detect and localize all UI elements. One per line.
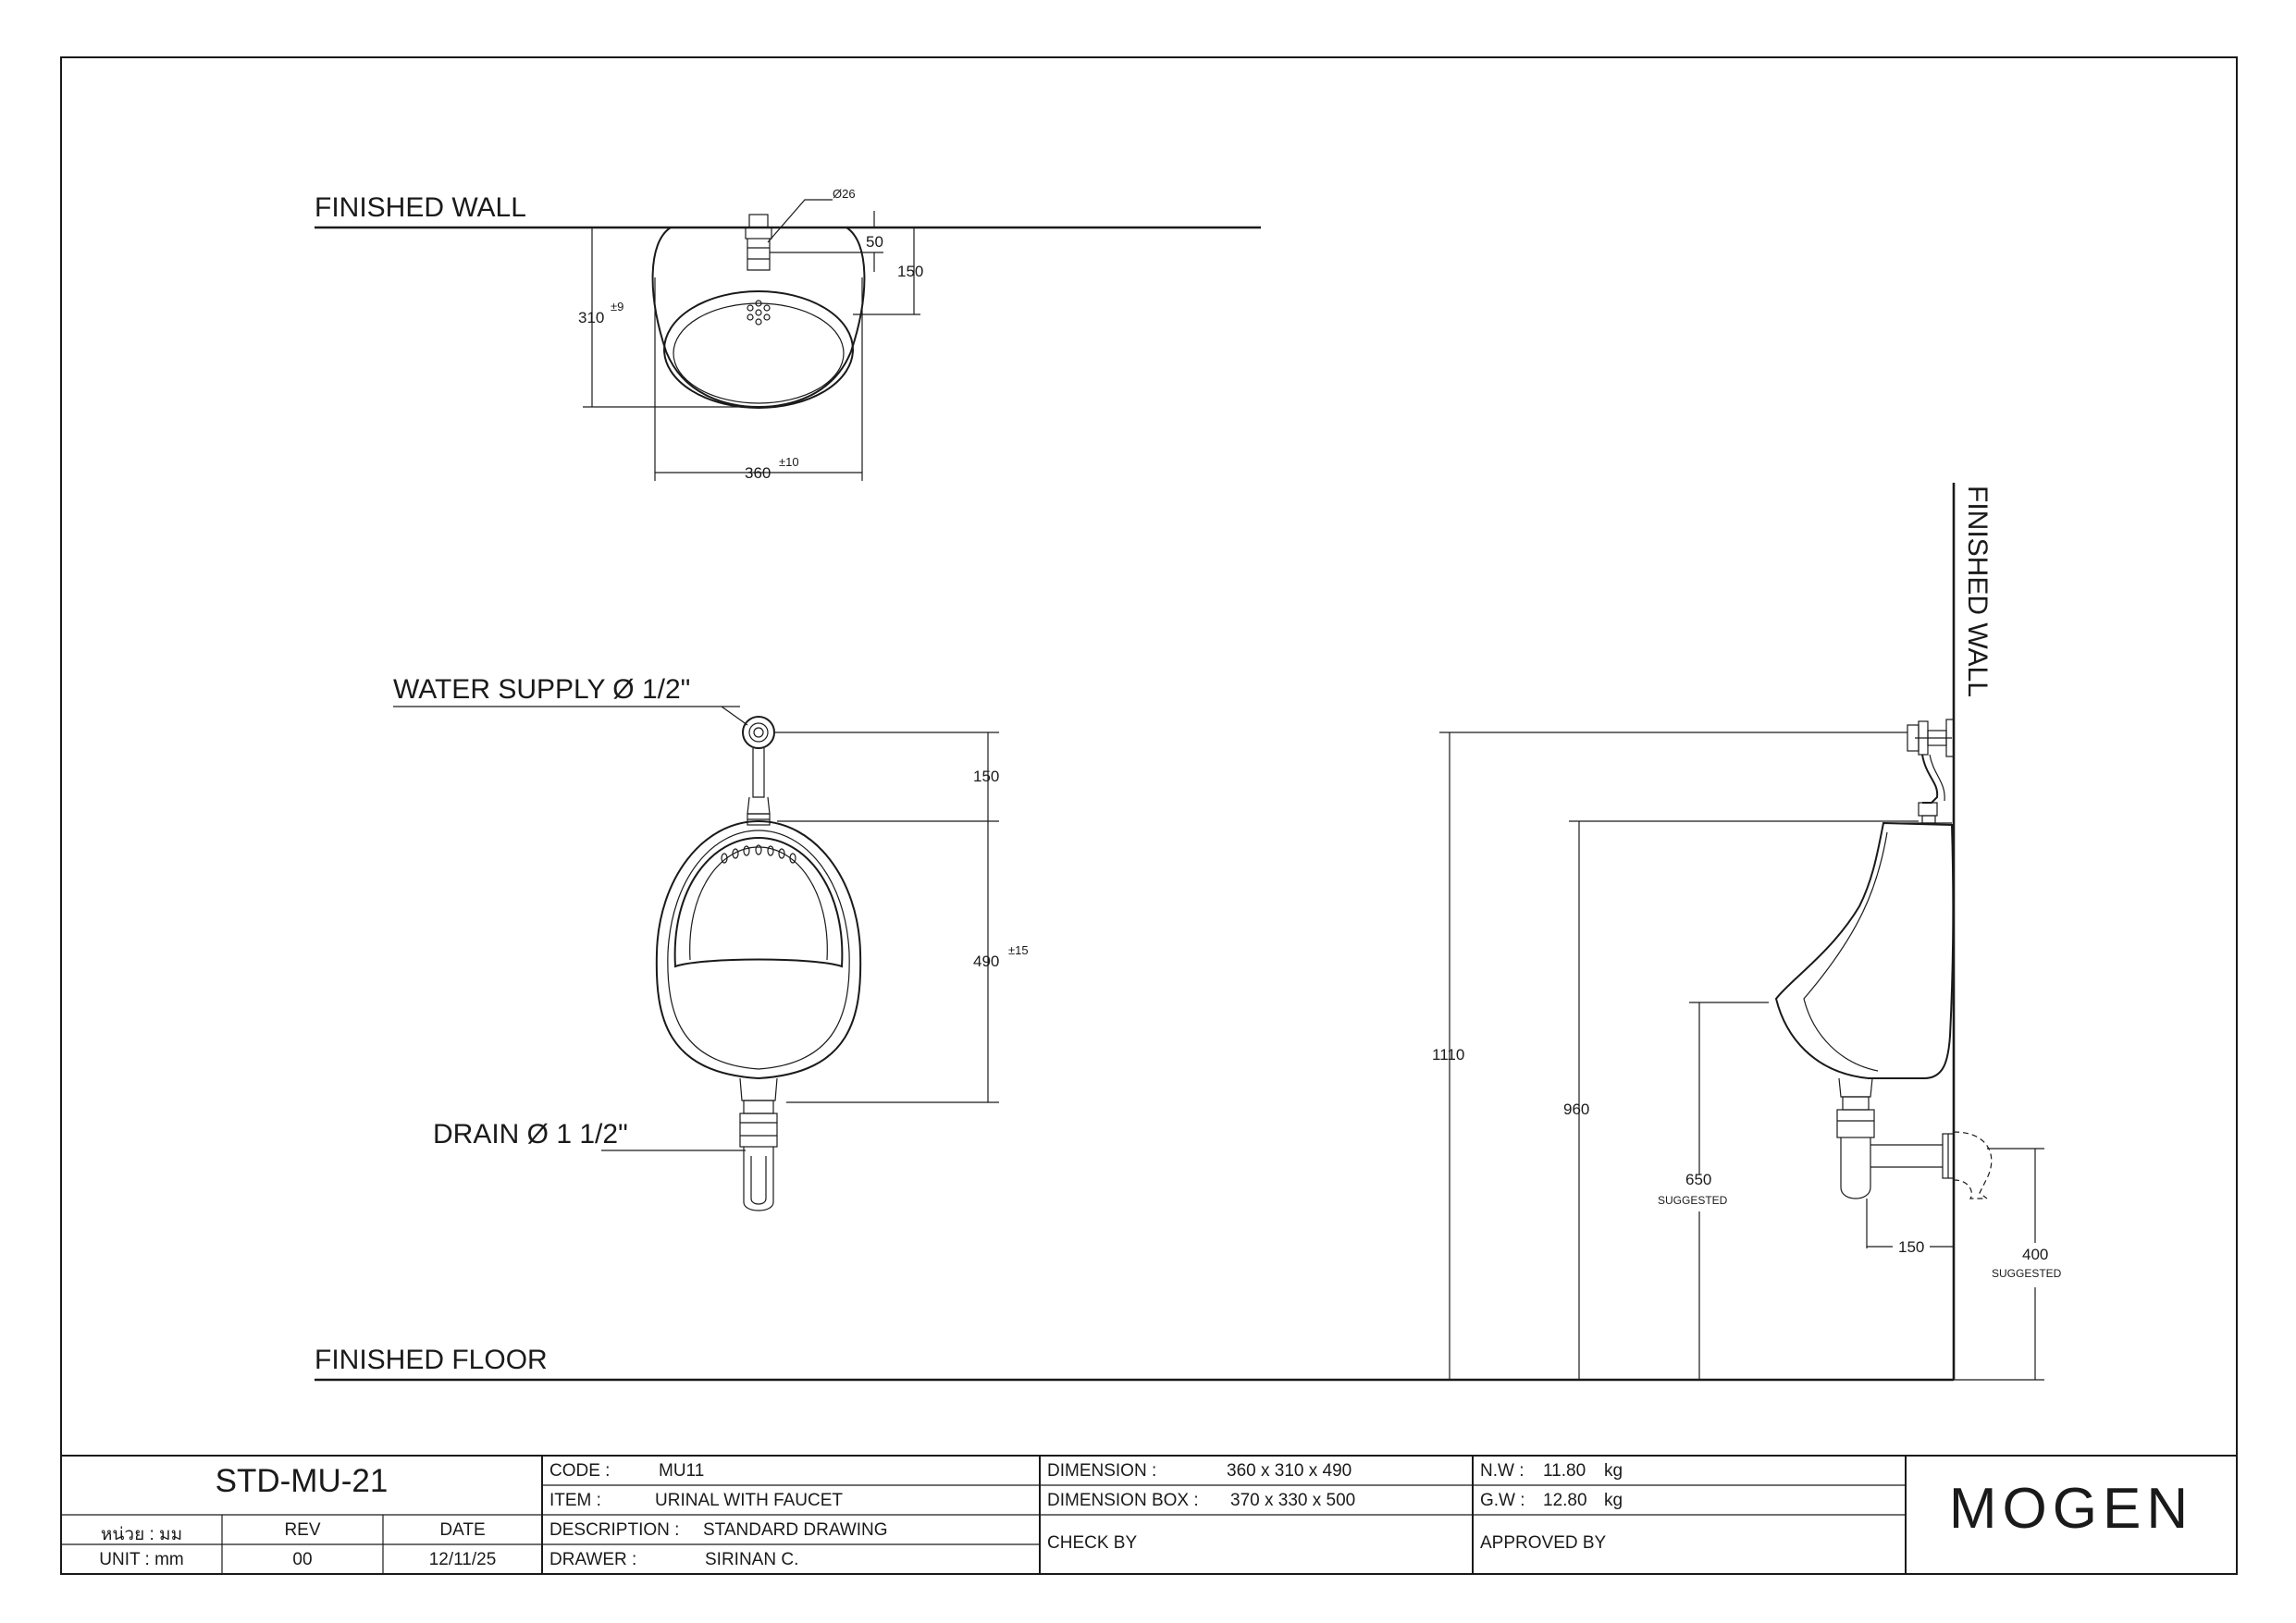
dimension-value: 360 x 310 x 490 [1227, 1461, 1352, 1481]
front-view-supply-inlet [742, 716, 775, 749]
top-view-dia-leader [767, 199, 833, 243]
side-view: FINISHED WALL [1432, 483, 2062, 1381]
approved-by-label: APPROVED BY [1480, 1533, 1607, 1553]
side-view-dim-650: 650 [1685, 1171, 1711, 1188]
top-view-tol-360: ±10 [779, 455, 799, 469]
side-view-suggested-650: SUGGESTED [1658, 1194, 1728, 1207]
top-view-dia-label: Ø26 [833, 187, 856, 201]
floor-label: FINISHED FLOOR [315, 1345, 548, 1375]
check-by-label: CHECK BY [1047, 1533, 1138, 1553]
side-view-flush-valve [1907, 719, 1955, 824]
side-view-urinal-body [1774, 821, 1955, 1079]
top-view-spray-holes [747, 300, 771, 326]
top-view-dim-360: 360 [745, 464, 771, 482]
unit-en: UNIT : mm [99, 1550, 184, 1569]
nw-value: 11.80 [1543, 1461, 1586, 1481]
side-view-dim-1110: 1110 [1432, 1046, 1464, 1064]
code-label: CODE : [549, 1461, 611, 1481]
drawer-label: DRAWER : [549, 1550, 637, 1569]
side-view-suggested-400: SUGGESTED [1992, 1267, 2062, 1280]
top-view-wall-label: FINISHED WALL [315, 192, 526, 223]
front-view-dim-150: 150 [973, 768, 999, 785]
code-value: MU11 [659, 1461, 705, 1481]
top-view-dim-150: 150 [897, 263, 923, 280]
nw-label: N.W : [1480, 1461, 1524, 1481]
side-view-dim-960: 960 [1563, 1100, 1589, 1118]
description-label: DESCRIPTION : [549, 1520, 680, 1540]
side-view-wall-label: FINISHED WALL [1962, 486, 1993, 697]
dimension-label: DIMENSION : [1047, 1461, 1157, 1481]
top-view-urinal-body [651, 227, 866, 409]
item-value: URINAL WITH FAUCET [655, 1491, 844, 1510]
front-view-dim-490: 490 [973, 953, 999, 970]
dimension-box-label: DIMENSION BOX : [1047, 1491, 1199, 1510]
date-value: 12/11/25 [428, 1550, 497, 1569]
gw-value: 12.80 [1543, 1491, 1587, 1510]
top-view-bowl-rim [663, 290, 854, 409]
front-view-spray-holes [721, 844, 796, 864]
front-view-water-supply-label: WATER SUPPLY Ø 1/2" [393, 674, 690, 705]
gw-label: G.W : [1480, 1491, 1525, 1510]
rev-value: 00 [292, 1550, 313, 1569]
drawing-number: STD-MU-21 [215, 1463, 389, 1499]
mogen-logo: MOGEN [1948, 1477, 2194, 1541]
item-label: ITEM : [549, 1491, 601, 1510]
top-view-dim-310: 310 [578, 309, 604, 326]
top-view: FINISHED WALL Ø26 50 150 [315, 187, 1261, 482]
front-view-tol-490: ±15 [1008, 943, 1029, 957]
front-view-drain-label: DRAIN Ø 1 1/2" [433, 1119, 628, 1150]
date-label: DATE [439, 1520, 486, 1540]
side-view-dim-150: 150 [1898, 1238, 1924, 1256]
top-view-dim-50: 50 [866, 233, 883, 251]
top-view-supply-fitting [745, 214, 772, 271]
front-view-bowl-opening [673, 836, 844, 968]
front-view-drain-fitting [739, 1077, 778, 1211]
unit-th: หน่วย : มม [100, 1525, 183, 1544]
top-view-bowl-inner [673, 302, 845, 404]
gw-unit: kg [1604, 1491, 1623, 1510]
drawer-value: SIRINAN C. [705, 1550, 799, 1569]
front-view: WATER SUPPLY Ø 1/2" [393, 674, 1029, 1211]
drawing-border [60, 56, 2238, 1575]
side-view-dim-400: 400 [2022, 1246, 2048, 1263]
dimension-box-value: 370 x 330 x 500 [1230, 1491, 1356, 1510]
title-block-lines [61, 1455, 2237, 1574]
top-view-tol-310: ±9 [611, 300, 623, 314]
front-view-urinal-body [655, 819, 862, 1080]
nw-unit: kg [1604, 1461, 1623, 1481]
side-view-drain-trap [1836, 1077, 1993, 1199]
rev-label: REV [284, 1520, 321, 1540]
description-value: STANDARD DRAWING [703, 1520, 888, 1540]
